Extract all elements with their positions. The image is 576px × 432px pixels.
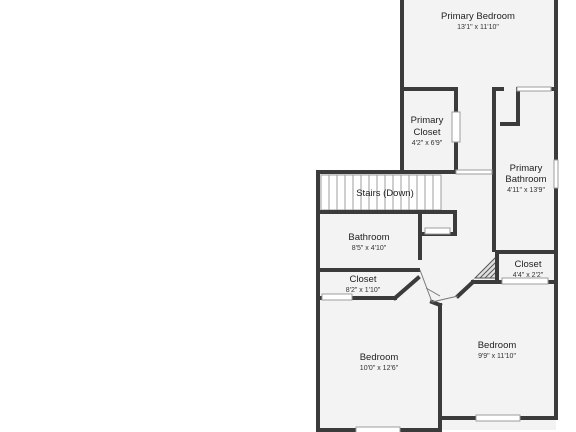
windows [321,86,559,432]
stairs-label: Stairs (Down) [356,188,414,199]
closet-left-label: Closet [350,274,377,285]
bedroom-left-label: Bedroom [360,352,399,363]
closet-right-label: Closet [515,259,542,270]
primary-bathroom-label-line2: Bathroom [505,174,546,185]
bedroom-right-label: Bedroom [478,340,517,351]
bathroom-label: Bathroom [348,232,389,243]
bathroom-dims: 8'5" x 4'10" [352,245,387,252]
closet-left-dims: 8'2" x 1'10" [346,287,381,294]
primary-bedroom-dims: 13'1" x 11'10" [457,24,499,31]
room-labels: Primary Bedroom 13'1" x 11'10" Primary C… [346,11,547,372]
bedroom-right-dims: 9'9" x 11'10" [478,353,516,360]
primary-bedroom-label: Primary Bedroom [441,11,515,22]
closet-right-dims: 4'4" x 2'2" [513,272,544,279]
primary-closet-label-line2: Closet [414,127,441,138]
floor-fills [318,0,556,430]
primary-closet-label-line1: Primary [411,115,444,126]
door-swings [419,269,459,303]
primary-closet-dims: 4'2" x 6'9" [412,140,443,147]
bedroom-left-dims: 10'0" x 12'6" [360,365,399,372]
primary-bathroom-dims: 4'11" x 13'9" [507,187,545,194]
primary-bathroom-label-line1: Primary [510,163,543,174]
